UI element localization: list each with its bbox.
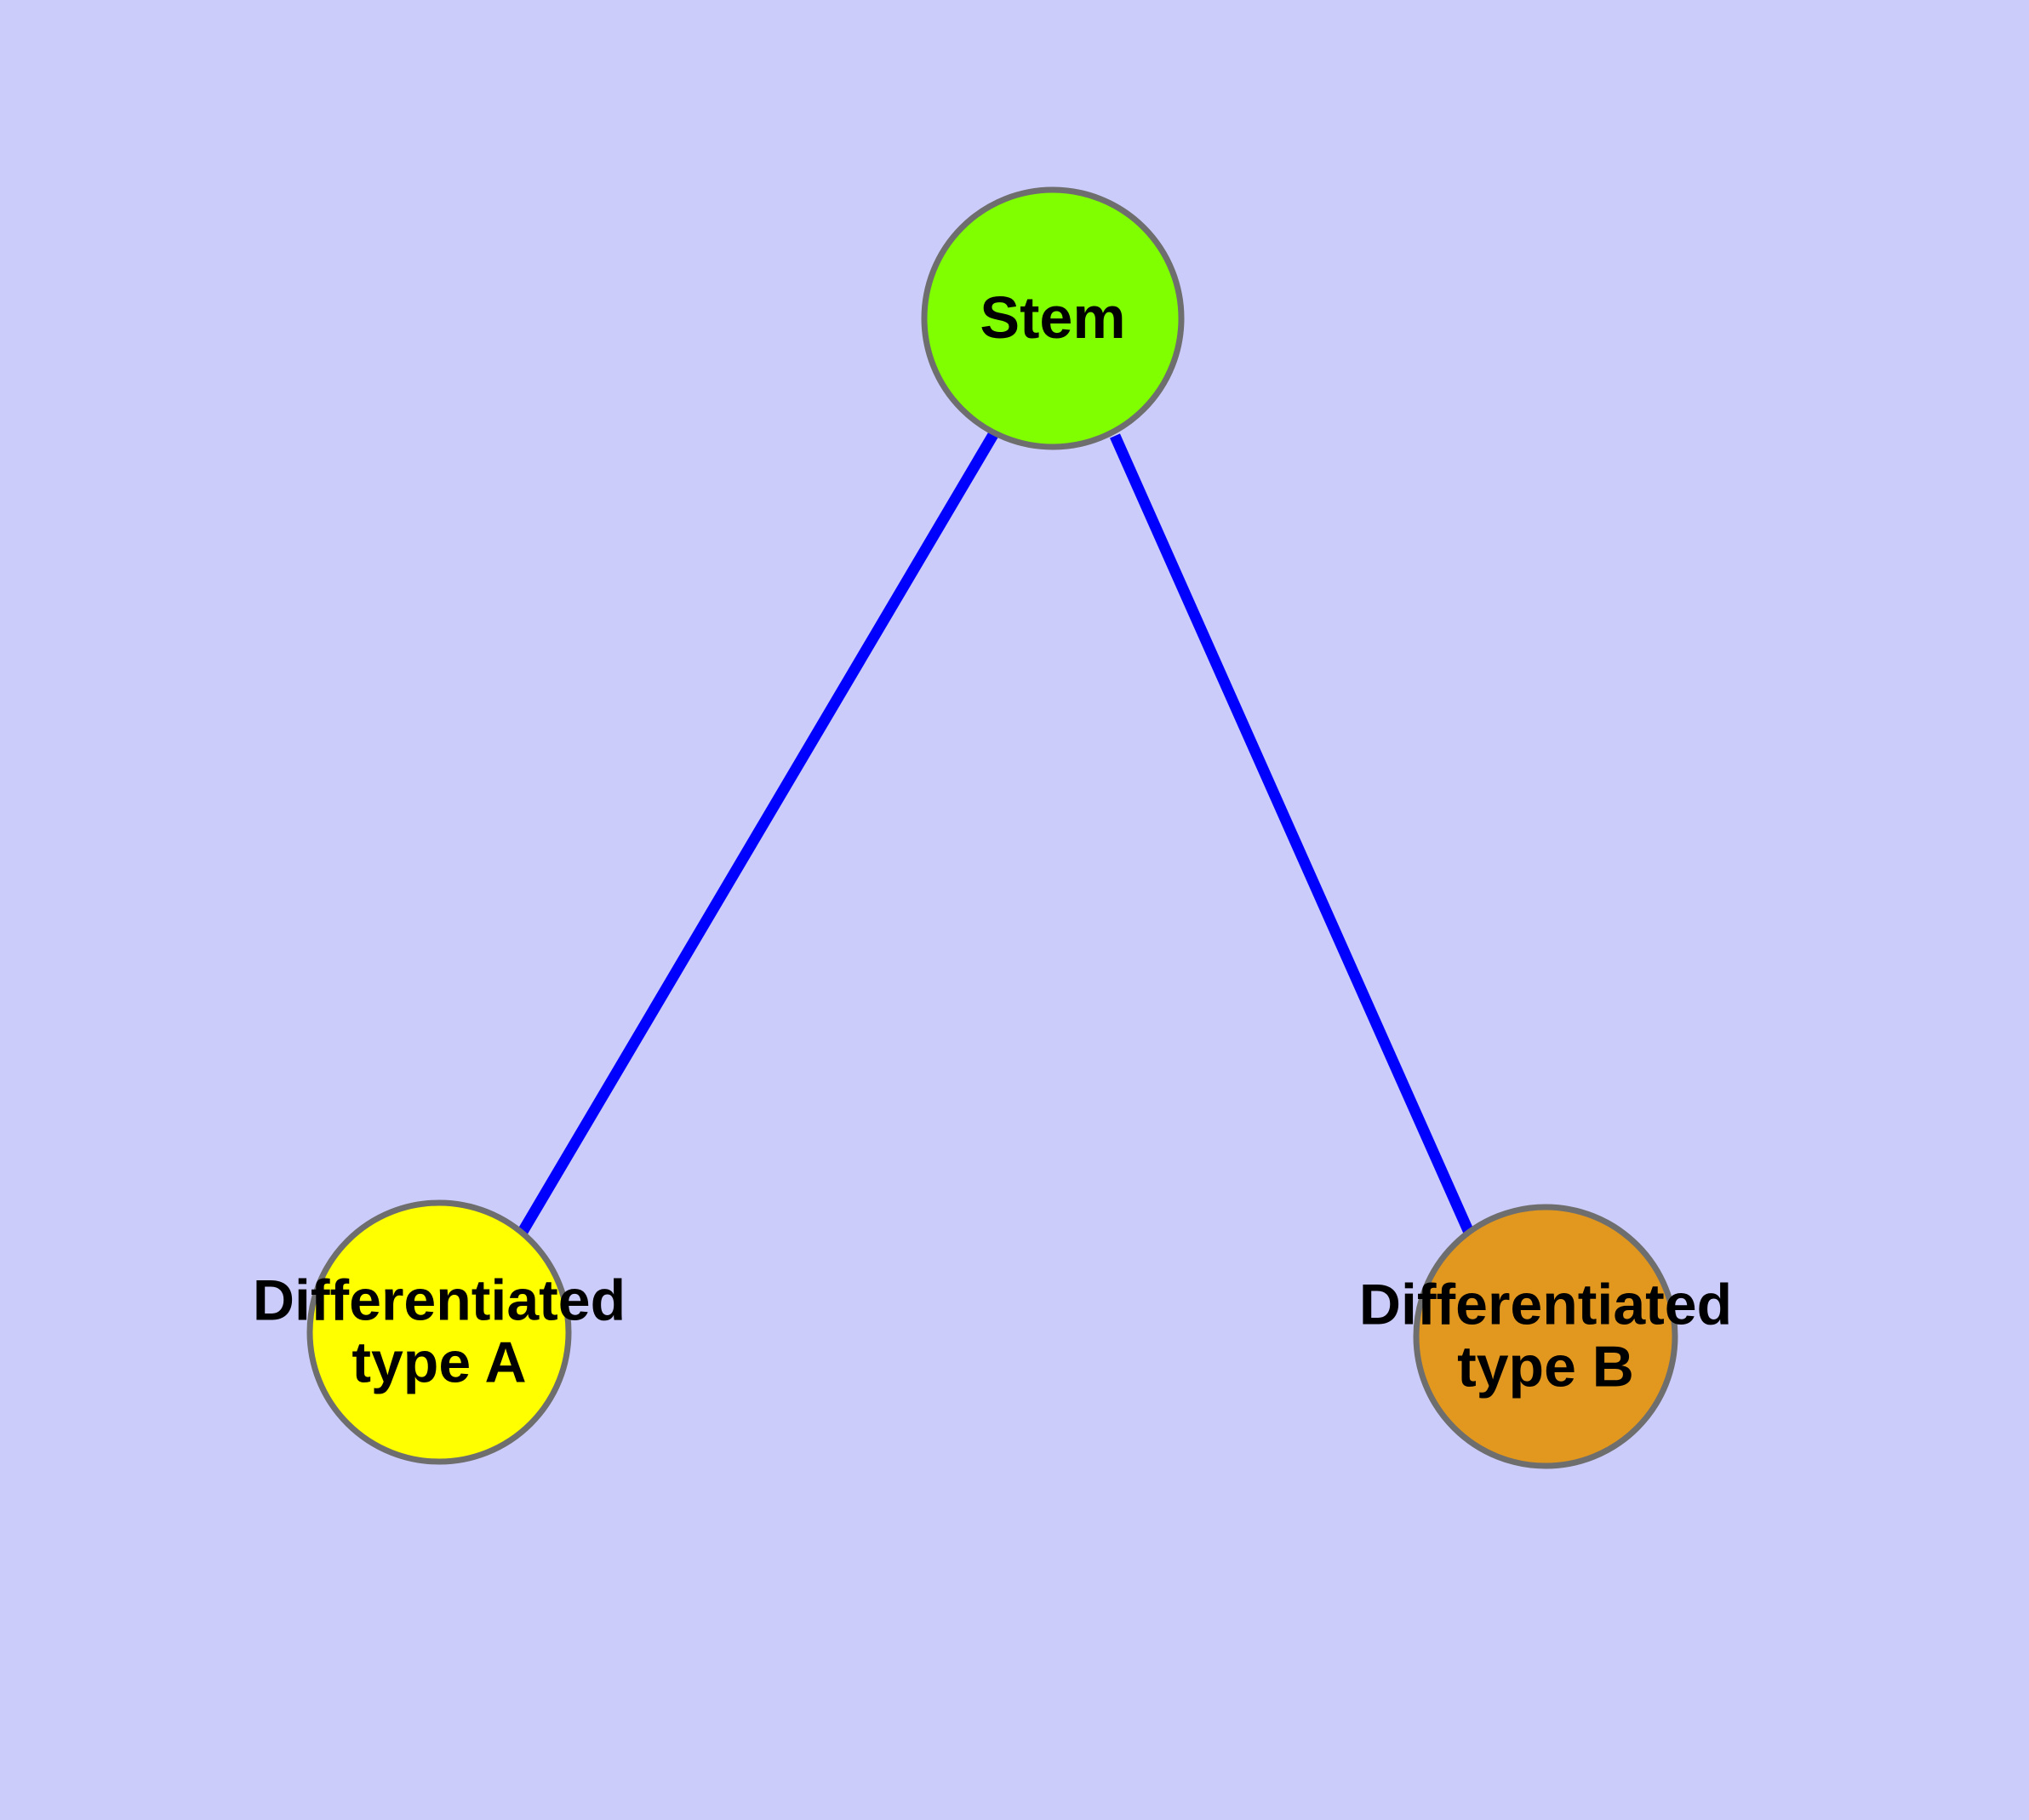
node-diff-b[interactable] — [1413, 1204, 1678, 1469]
edge-layer — [517, 430, 1475, 1237]
node-layer — [306, 186, 1678, 1469]
node-stem[interactable] — [921, 186, 1185, 450]
edge-stem-to-diff-b[interactable] — [1110, 433, 1475, 1237]
edge-stem-to-diff-a[interactable] — [517, 430, 999, 1235]
node-diff-a[interactable] — [306, 1199, 572, 1465]
